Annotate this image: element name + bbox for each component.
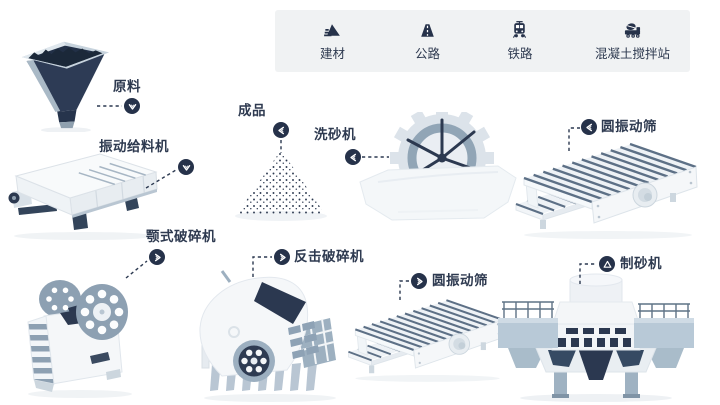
chevron-down-icon [128,103,136,110]
railway-icon [513,21,527,38]
legend-label: 混凝土搅拌站 [594,46,670,61]
sand-making-machine-label: 制砂机 [620,256,662,272]
impact-crusher-marker [274,249,290,265]
vibrating-feeder-illustration [8,153,158,240]
legend-panel: 建材 公路 铁路 [275,10,690,72]
chevron-left-icon [277,126,284,134]
chevron-right-icon [416,277,423,285]
circular-vibrating-screen-bottom-marker [411,273,427,289]
finished-product-sand-pile-illustration [235,150,327,221]
impact-crusher-illustration [199,270,336,402]
chevron-right-icon [279,253,286,261]
jaw-crusher-marker [149,249,165,265]
chevron-left-icon [585,123,592,131]
legend-item-building-materials: 建材 [320,20,345,62]
legend-item-highway: 公路 [415,20,440,62]
raw-material-marker [124,98,140,114]
highway-icon [421,24,434,37]
circular-vibrating-screen-bottom-illustration [347,299,506,382]
finished-product-label: 成品 [238,103,266,119]
chevron-down-icon [182,164,190,171]
vibrating-feeder-marker [178,159,194,175]
legend-label: 建材 [319,46,345,61]
circular-vibrating-screen-top-illustration [514,142,699,239]
vibrating-feeder-label: 振动给料机 [99,139,169,155]
circular-vibrating-screen-bottom-label: 圆振动筛 [432,273,488,289]
building-materials-icon [324,24,340,37]
chevron-right-icon [154,253,161,261]
sand-washer-label: 洗砂机 [314,127,356,143]
raw-material-label: 原料 [113,79,141,95]
concrete-mixing-plant-icon [624,23,641,38]
triangle-icon [603,260,611,268]
raw-material-hopper-illustration [21,41,110,132]
sand-washer-illustration [359,112,517,221]
legend-label: 公路 [414,46,440,61]
sand-washer-marker [345,149,361,165]
circular-vibrating-screen-top-marker [581,119,597,135]
circular-vibrating-screen-top-label: 圆振动筛 [601,119,657,135]
jaw-crusher-illustration [27,280,132,398]
jaw-crusher-label: 颚式破碎机 [146,229,216,245]
sand-making-machine-illustration [498,273,694,402]
chevron-left-icon [349,153,356,161]
impact-crusher-label: 反击破碎机 [294,249,364,265]
finished-product-marker [273,122,289,138]
legend-item-concrete-plant: 混凝土搅拌站 [595,20,670,62]
legend-item-railway: 铁路 [507,20,533,62]
legend-label: 铁路 [507,46,533,61]
sand-making-machine-marker [599,256,615,272]
